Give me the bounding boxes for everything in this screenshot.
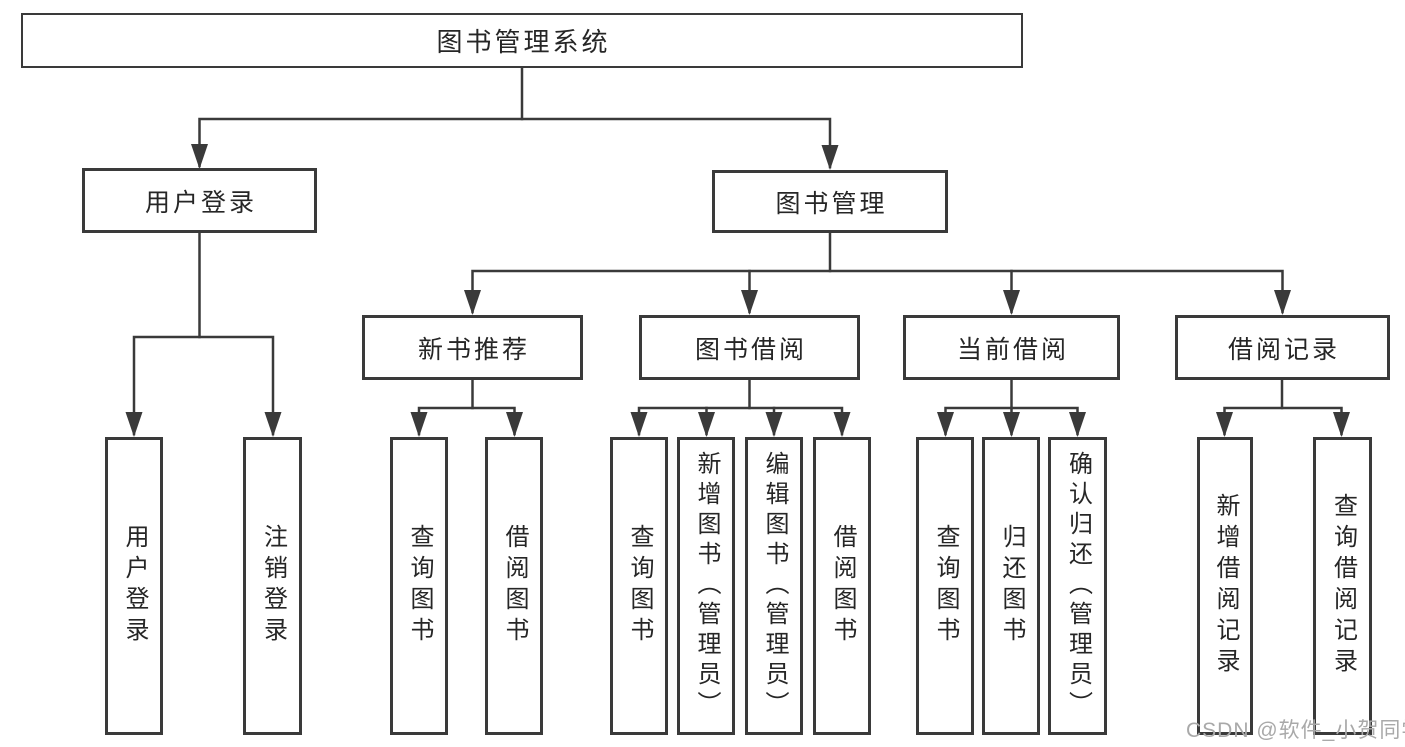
node-book-borrow-label: 图书借阅 [694,335,807,364]
node-borrow-records-label: 借阅记录 [1227,335,1340,364]
leaf-borrow-query-books: 查询图书 [610,437,668,735]
leaf-rec-borrow-books-label: 借阅图书 [501,524,528,648]
leaf-add-borrow-record: 新增借阅记录 [1197,437,1253,735]
leaf-current-query-books-label: 查询图书 [932,524,959,648]
node-borrow-records: 借阅记录 [1175,315,1390,380]
leaf-confirm-return-admin-label: 确认归还（管理员） [1064,451,1092,721]
leaf-rec-borrow-books: 借阅图书 [485,437,543,735]
csdn-watermark: CSDN @软件_小贺同学 [1186,719,1405,742]
node-book-borrow: 图书借阅 [639,315,860,380]
node-user-login-label: 用户登录 [144,188,257,217]
leaf-return-books-label: 归还图书 [998,524,1025,648]
node-book-management-label: 图书管理 [775,189,888,218]
leaf-user-login: 用户登录 [105,437,163,735]
leaf-rec-query-books: 查询图书 [390,437,448,735]
leaf-confirm-return-admin: 确认归还（管理员） [1048,437,1107,735]
leaf-logout-label: 注销登录 [259,524,287,648]
leaf-edit-books-admin-label: 编辑图书（管理员） [761,451,788,721]
node-root-library-system: 图书管理系统 [21,13,1023,68]
leaf-edit-books-admin: 编辑图书（管理员） [745,437,803,735]
leaf-add-borrow-record-label: 新增借阅记录 [1212,493,1239,679]
leaf-query-borrow-record-label: 查询借阅记录 [1329,493,1357,679]
leaf-borrow-books: 借阅图书 [813,437,871,735]
leaf-add-books-admin-label: 新增图书（管理员） [693,451,720,721]
node-user-login: 用户登录 [82,168,317,233]
leaf-add-books-admin: 新增图书（管理员） [677,437,735,735]
node-book-management: 图书管理 [712,170,948,233]
node-root-label: 图书管理系统 [436,27,611,57]
leaf-current-query-books: 查询图书 [916,437,974,735]
leaf-user-login-label: 用户登录 [121,524,148,648]
leaf-query-borrow-record: 查询借阅记录 [1313,437,1372,735]
leaf-borrow-query-books-label: 查询图书 [626,524,653,648]
node-current-borrow-label: 当前借阅 [956,335,1069,364]
leaf-return-books: 归还图书 [982,437,1040,735]
node-new-book-recommend-label: 新书推荐 [417,335,530,364]
leaf-borrow-books-label: 借阅图书 [829,524,856,648]
node-new-book-recommend: 新书推荐 [362,315,583,380]
leaf-rec-query-books-label: 查询图书 [406,524,433,648]
node-current-borrow: 当前借阅 [903,315,1120,380]
leaf-logout: 注销登录 [243,437,302,735]
